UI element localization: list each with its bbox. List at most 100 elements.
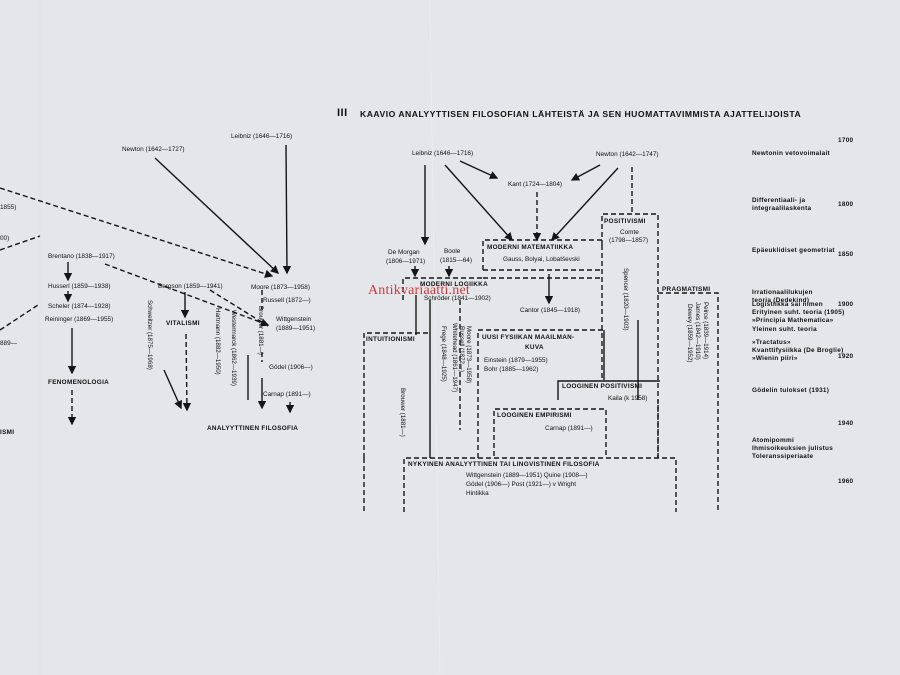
right-brouwer: Brouwer (1881—)	[399, 388, 406, 437]
left-analyyttinen: ANALYYTTINEN FILOSOFIA	[207, 425, 299, 432]
right-frege: Frege (1848—1925)	[440, 326, 447, 382]
timeline-event: teoria (Dedekind)	[752, 297, 810, 305]
right-whitehead: Whitehead (1861—1947)	[451, 323, 458, 393]
left-frag-ismi: ISMI	[0, 429, 15, 436]
right-leibniz: Leibniz (1646—1716)	[412, 150, 474, 157]
left-vitalismi: VITALISMI	[166, 320, 200, 327]
timeline-event: »Tractatus»	[752, 339, 791, 346]
timeline-year: 1800	[838, 201, 854, 208]
left-husserl: Husserl (1859—1938)	[48, 283, 111, 290]
edge-newton-moore	[154, 157, 280, 274]
right-comte: Comte	[620, 229, 639, 236]
right-spencer: Spencer (1820—1903)	[622, 268, 629, 331]
left-brouwer: Brouwer (1881—)	[257, 306, 264, 355]
right-russell: Russell (1872—)	[458, 326, 465, 373]
right-schroder: Schröder (1841—1902)	[424, 295, 491, 302]
edge-leibniz-moore	[282, 144, 292, 275]
left-frag-00: 00)	[0, 235, 10, 242]
left-scheler: Scheler (1874—1928)	[48, 303, 111, 310]
title-roman: III	[337, 107, 348, 119]
right-dewey: Dewey (1859—1952)	[686, 304, 693, 363]
timeline-event: Logistiikka sai nimen	[752, 301, 823, 308]
timeline-event: Epäeuklidiset geometriat	[752, 247, 835, 254]
left-godel: Gödel (1906—)	[269, 364, 313, 371]
right-de-morgan-years: (1806—1971)	[386, 258, 426, 265]
timeline-event: »Wienin piiri»	[752, 355, 798, 363]
left-hartmann: Hartmann (1882—1950)	[214, 308, 221, 375]
timeline-event: Yleinen suht. teoria	[752, 325, 817, 333]
timeline-event: Gödelin tulokset (1931)	[752, 387, 830, 394]
timeline-event: Erityinen suht. teoria (1905)	[752, 309, 845, 317]
timeline-year: 1940	[838, 420, 854, 427]
right-moderni-logiikka: MODERNI LOGIIKKA	[420, 281, 488, 288]
left-wittgenstein: Wittgenstein	[276, 316, 312, 323]
box-intuitionismi	[363, 332, 430, 458]
right-einstein: Einstein (1879—1955)	[484, 357, 548, 364]
right-kuva: KUVA	[525, 344, 544, 351]
left-frag-1855: 1855)	[0, 204, 17, 211]
right-carnap: Carnap (1891—)	[545, 425, 593, 432]
box-nykyinen	[403, 457, 677, 512]
box-fysiikka	[477, 329, 604, 458]
edge-leibniz-kant	[459, 160, 499, 179]
right-kaila: Kaila (k 1958)	[608, 395, 648, 402]
left-frag-89: 889—	[0, 340, 18, 347]
left-moore: Moore (1873—1958)	[251, 284, 310, 291]
left-westermarck: Westermarck (1862—1939)	[230, 310, 237, 386]
timeline-year: 1900	[838, 301, 854, 308]
left-newton: Newton (1642—1727)	[122, 146, 185, 153]
timeline-year: 1920	[838, 353, 854, 360]
right-moderni-matematiikka: MODERNI MATEMATIIKKA	[487, 244, 574, 251]
timeline-event: Atomipommi	[752, 437, 795, 444]
right-wittgenstein: Wittgenstein (1889—1951) Quine (1908—)	[466, 472, 588, 479]
edge-brentano-moore	[104, 263, 270, 327]
box-positivismi	[601, 213, 659, 458]
page-title: KAAVIO ANALYYTTISEN FILOSOFIAN LÄHTEISTÄ…	[360, 109, 802, 119]
right-boole: Boole	[444, 248, 461, 255]
edge-leibniz-matem	[444, 164, 513, 242]
right-godel: Gödel (1906—) Post (1921—) v Wright	[466, 481, 576, 488]
right-newton: Newton (1642—1747)	[596, 151, 659, 158]
right-peirce: Peirce (1839—1914)	[702, 302, 709, 360]
right-gauss: Gauss, Bolyai, Lobatševski	[503, 256, 580, 263]
timeline-event: »Principia Mathematica»	[752, 317, 834, 325]
right-bohr: Bohr (1885—1962)	[484, 366, 539, 373]
right-moore: Moore (1873—1958)	[465, 326, 472, 384]
box-looginen-positivismi	[557, 380, 660, 400]
edge-bergson-moore	[209, 289, 269, 327]
timeline-event: Irrationaalilukujen	[752, 289, 813, 296]
right-looginen-empirismi: LOOGINEN EMPIRISMI	[497, 412, 572, 419]
left-carnap: Carnap (1891—)	[263, 391, 311, 398]
right-nykyinen: NYKYINEN ANALYYTTINEN TAI LINGVISTINEN F…	[408, 461, 600, 468]
timeline-event: integraalilaskenta	[752, 205, 812, 213]
left-brentano: Brentano (1838—1917)	[48, 253, 115, 260]
left-bergson: Bergson (1859—1941)	[158, 283, 223, 290]
right-intuitionismi: INTUITIONISMI	[366, 336, 415, 343]
box-matematiikka	[482, 239, 602, 270]
timeline-event: Kvanttifysiikka (De Broglie)	[752, 347, 844, 355]
right-pragmatismi: PRAGMATISMI	[662, 286, 711, 293]
left-fenomenologia: FENOMENOLOGIA	[48, 379, 110, 386]
timeline-year: 1960	[838, 478, 854, 485]
timeline-event: Differentiaali- ja	[752, 197, 806, 204]
edge-schweitzer-down	[163, 369, 182, 410]
timeline-event: Ihmisoikeuksien julistus	[752, 445, 834, 453]
left-russell: Russell (1872—)	[263, 297, 311, 304]
right-hintikka: Hintikka	[466, 490, 489, 497]
edge-newton-matem	[551, 167, 619, 242]
right-comte-years: (1798—1857)	[609, 237, 649, 244]
timeline-year: 1850	[838, 251, 854, 258]
left-leibniz: Leibniz (1646—1716)	[231, 133, 293, 140]
box-pragmatismi	[658, 292, 719, 512]
edge-left-dashed-2	[0, 235, 41, 251]
right-cantor: Cantor (1845—1918)	[520, 307, 581, 314]
edge-vitalismi-down	[182, 333, 192, 412]
timeline-year: 1700	[838, 137, 854, 144]
right-uusi-fysiikka: UUSI FYSIIKAN MAAILMAN-	[482, 334, 575, 341]
right-looginen-positivismi: LOOGINEN POSITIVISMI	[562, 383, 643, 390]
left-schweitzer: Schweitzer (1875—1968)	[146, 300, 153, 370]
right-james: James (1842—1910)	[694, 302, 701, 360]
right-kant: Kant (1724—1804)	[508, 181, 563, 188]
timeline-event: Newtonin vetovoimalait	[752, 150, 830, 157]
